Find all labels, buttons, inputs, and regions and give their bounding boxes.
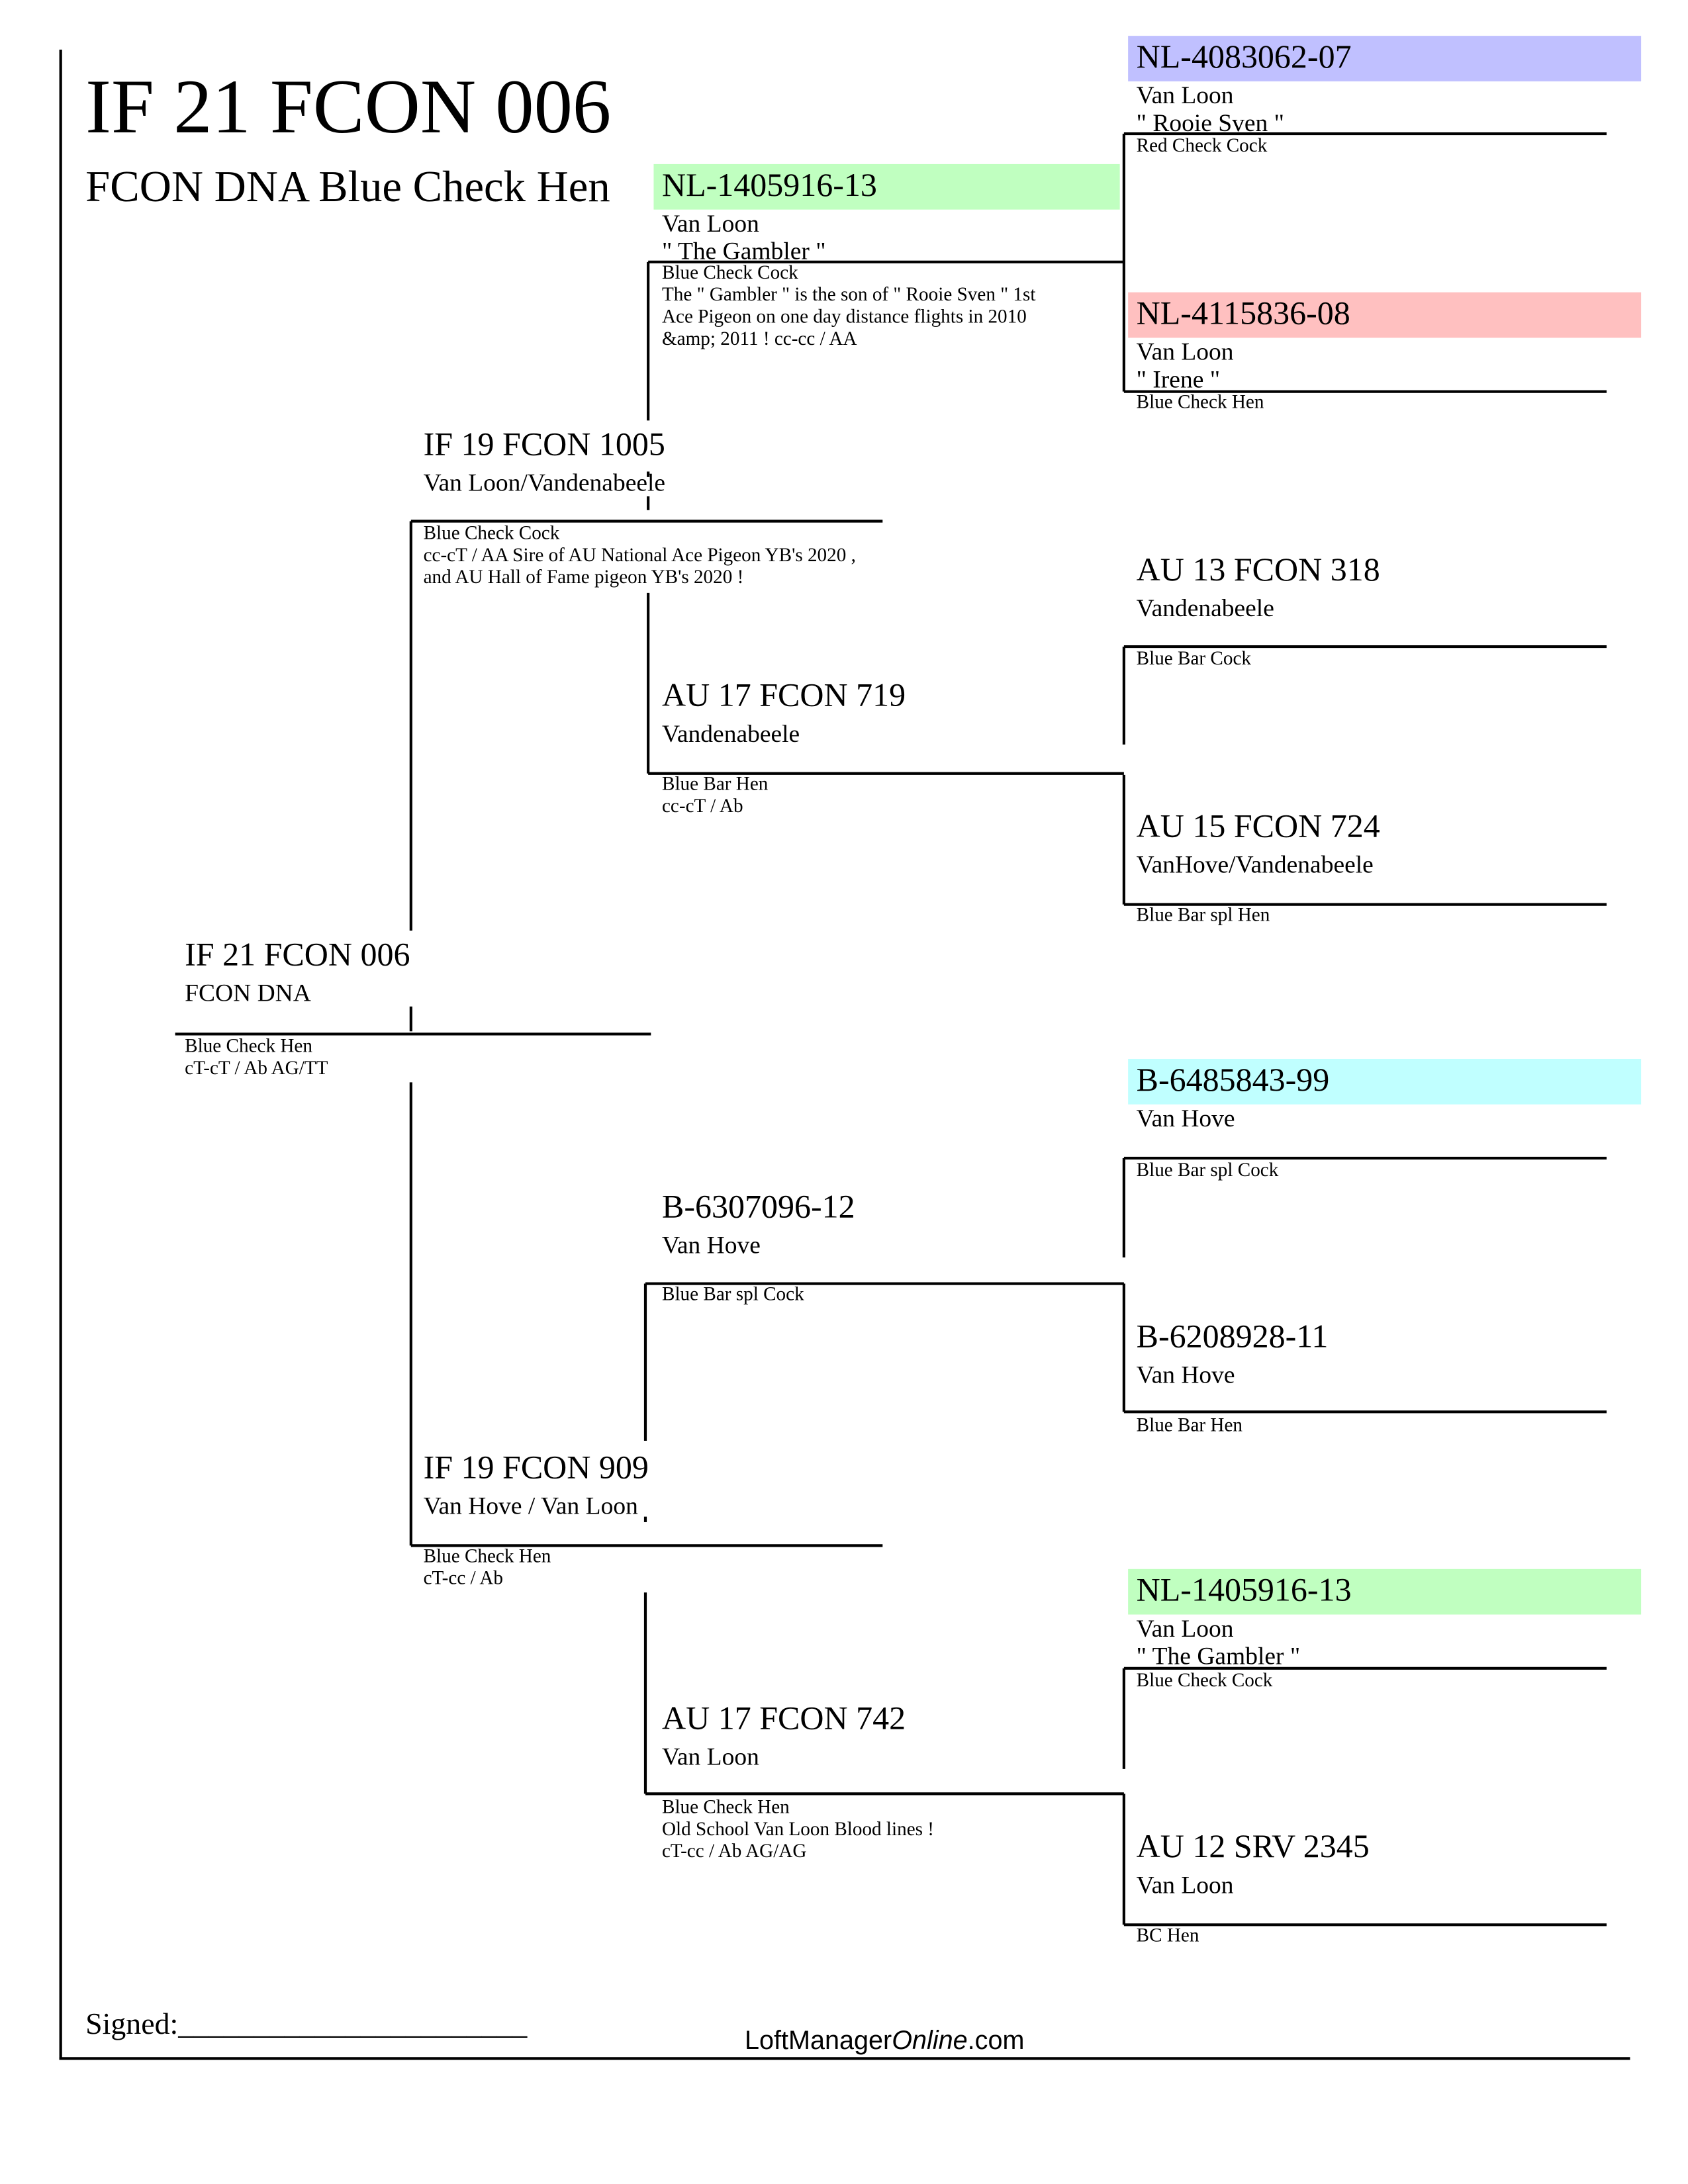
note-line: Blue Bar spl Hen	[1136, 905, 1270, 927]
brand-suffix: .com	[967, 2026, 1025, 2056]
ring-number: NL-4083062-07	[1128, 36, 1642, 81]
pedigree-notes: Blue Check Hen	[1137, 393, 1264, 415]
ring-number: B-6307096-12	[661, 1189, 855, 1226]
note-line: &amp; 2011 ! cc-cc / AA	[661, 329, 857, 351]
ring-number: AU 17 FCON 719	[661, 678, 906, 715]
breeder-line: Van Loon	[1136, 1871, 1234, 1899]
breeder-line: VanHove/Vandenabeele	[1136, 850, 1374, 879]
note-line: and AU Hall of Fame pigeon YB's 2020 !	[423, 568, 744, 589]
breeder-line: " Irene "	[1136, 365, 1221, 393]
page-subtitle: FCON DNA Blue Check Hen	[85, 161, 610, 211]
note-line: cc-cT / AA Sire of AU National Ace Pigeo…	[423, 545, 856, 567]
note-line: Ace Pigeon on one day distance flights i…	[661, 307, 1027, 328]
breeder-line: Van Loon	[661, 1743, 759, 1770]
pedigree-notes: Blue Bar Cock	[1137, 649, 1251, 671]
note-line: Blue Check Cock	[1136, 1670, 1273, 1692]
ring-number: AU 17 FCON 742	[661, 1701, 906, 1737]
pedigree-notes: Blue Check Cock	[1137, 1671, 1273, 1693]
breeder-line: " The Gambler "	[661, 237, 826, 265]
breeder-line: Van Loon	[1136, 81, 1234, 109]
pedigree-notes: Blue Bar Hen	[1137, 1416, 1243, 1438]
pedigree-notes: Red Check Cock	[1137, 136, 1268, 158]
breeder-line: " The Gambler "	[1136, 1642, 1301, 1670]
note-line: cT-cc / Ab	[423, 1569, 504, 1590]
brand-footer: LoftManagerOnline.com	[745, 2026, 1024, 2057]
pedigree-notes: Blue Bar spl Cock	[662, 1285, 804, 1307]
note-line: Blue Check Cock	[423, 523, 560, 545]
breeder-line: Van Loon	[1136, 338, 1234, 366]
note-line: Blue Bar Hen	[1136, 1416, 1243, 1437]
ring-number: NL-1405916-13	[1128, 1569, 1642, 1615]
ring-number: IF 19 FCON 909	[423, 1450, 649, 1486]
ring-number: NL-4115836-08	[1128, 292, 1642, 338]
breeder-line: Vandenabeele	[1136, 594, 1274, 622]
pedigree-notes: Blue Bar spl Cock	[1137, 1161, 1279, 1183]
breeder-line: FCON DNA	[185, 979, 311, 1007]
breeder-line: Vandenabeele	[661, 719, 800, 748]
brand-prefix: LoftManager	[744, 2026, 892, 2056]
ring-number: B-6208928-11	[1136, 1319, 1329, 1355]
ring-number: IF 21 FCON 006	[185, 937, 410, 974]
note-line: Blue Check Cock	[661, 263, 798, 285]
ring-number: IF 19 FCON 1005	[423, 427, 665, 463]
note-line: Blue Check Hen	[661, 1797, 790, 1819]
note-line: The " Gambler " is the son of " Rooie Sv…	[661, 285, 1036, 306]
ring-number: AU 12 SRV 2345	[1136, 1829, 1370, 1866]
breeder-line: Van Hove	[1136, 1361, 1235, 1388]
breeder-line: Van Loon	[1136, 1614, 1234, 1643]
breeder-line: Van Loon/Vandenabeele	[423, 469, 666, 496]
note-line: BC Hen	[1136, 1926, 1199, 1947]
breeder-line: Van Hove	[1136, 1104, 1235, 1132]
breeder-line: Van Hove / Van Loon	[423, 1492, 638, 1520]
note-line: Blue Bar Hen	[661, 774, 769, 796]
note-line: Blue Bar spl Cock	[1136, 1161, 1279, 1182]
pedigree-notes: BC Hen	[1137, 1926, 1199, 1948]
note-line: Blue Check Hen	[185, 1036, 312, 1058]
pedigree-notes: Blue Bar spl Hen	[1137, 906, 1270, 928]
signature-line: Signed:_______________________	[85, 2006, 528, 2041]
ring-number: AU 15 FCON 724	[1136, 809, 1380, 846]
ring-number: B-6485843-99	[1128, 1058, 1642, 1105]
note-line: cc-cT / Ab	[661, 797, 743, 818]
note-line: Old School Van Loon Blood lines !	[661, 1819, 935, 1841]
note-line: Blue Check Hen	[1136, 392, 1264, 414]
note-line: Blue Bar Cock	[1136, 649, 1252, 670]
ring-number: AU 13 FCON 318	[1136, 553, 1380, 589]
note-line: Blue Check Hen	[423, 1547, 551, 1568]
note-line: cT-cc / Ab AG/AG	[661, 1842, 807, 1863]
ring-number: NL-1405916-13	[653, 163, 1120, 210]
breeder-line: " Rooie Sven "	[1136, 109, 1284, 137]
brand-italic: Online	[892, 2026, 968, 2056]
note-line: Blue Bar spl Cock	[661, 1285, 804, 1306]
page-title: IF 21 FCON 006	[85, 64, 612, 151]
breeder-line: Van Loon	[661, 209, 759, 238]
note-line: cT-cT / Ab AG/TT	[185, 1058, 328, 1080]
breeder-line: Van Hove	[661, 1231, 761, 1259]
note-line: Red Check Cock	[1136, 136, 1268, 158]
